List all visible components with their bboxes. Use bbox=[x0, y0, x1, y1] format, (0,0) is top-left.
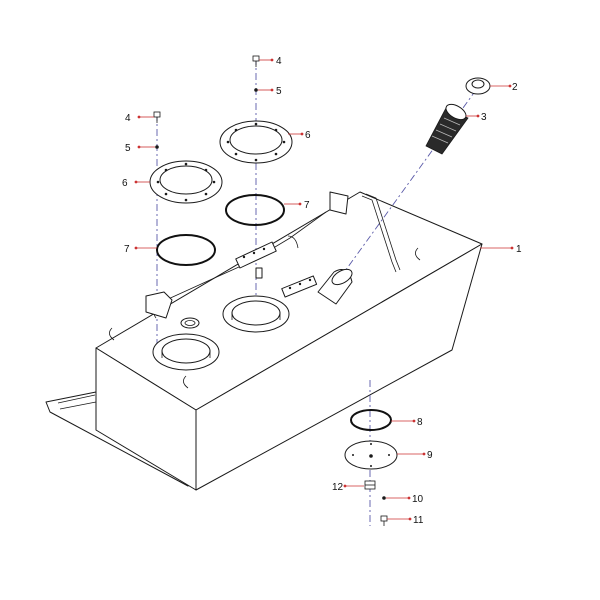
callout-part-10: 10 bbox=[412, 494, 424, 505]
leader-dots bbox=[134, 58, 514, 521]
bottom-cover-plate bbox=[344, 440, 398, 470]
callout-labels: 1 2 3 4 4 5 5 6 6 7 7 8 9 10 11 12 bbox=[122, 56, 522, 526]
callout-part-8: 8 bbox=[417, 417, 423, 428]
flange-ring-left bbox=[149, 160, 223, 204]
tank-opening-left bbox=[152, 333, 220, 371]
callout-part-3: 3 bbox=[481, 112, 487, 123]
bottom-gasket bbox=[350, 409, 392, 431]
bolt-top-right bbox=[252, 55, 260, 67]
mounting-brackets bbox=[145, 191, 349, 319]
fuel-tank-body bbox=[45, 191, 483, 491]
filler-cap bbox=[465, 77, 491, 95]
vent-pipe bbox=[361, 193, 401, 273]
callout-part-7-left: 7 bbox=[124, 244, 130, 255]
strainer-filter bbox=[425, 103, 469, 155]
gasket-left bbox=[156, 234, 216, 266]
gasket-right bbox=[225, 194, 285, 226]
drain-plug bbox=[364, 480, 376, 490]
callout-part-4-left: 4 bbox=[125, 113, 131, 124]
leader-lines bbox=[136, 59, 512, 520]
tank-opening-right bbox=[222, 295, 290, 333]
flange-ring-right bbox=[219, 120, 293, 164]
callout-part-6-right: 6 bbox=[305, 130, 311, 141]
callout-part-1: 1 bbox=[516, 244, 522, 255]
lifting-lugs bbox=[109, 247, 421, 389]
callout-part-12: 12 bbox=[332, 482, 344, 493]
callout-part-2: 2 bbox=[512, 82, 518, 93]
callout-part-7-right: 7 bbox=[304, 200, 310, 211]
washer-top-left bbox=[155, 145, 159, 149]
washer-top-right bbox=[254, 88, 258, 92]
callout-part-4-right: 4 bbox=[276, 56, 282, 67]
bolt-top-left bbox=[153, 111, 161, 123]
callout-part-5-right: 5 bbox=[276, 86, 282, 97]
callout-part-11: 11 bbox=[413, 515, 424, 526]
bottom-screw bbox=[380, 515, 388, 526]
filler-neck bbox=[317, 268, 353, 305]
callout-part-5-left: 5 bbox=[125, 143, 131, 154]
bottom-washer bbox=[382, 496, 386, 500]
callout-part-9: 9 bbox=[427, 450, 433, 461]
small-port-ring bbox=[180, 317, 200, 329]
callout-part-6-left: 6 bbox=[122, 178, 128, 189]
